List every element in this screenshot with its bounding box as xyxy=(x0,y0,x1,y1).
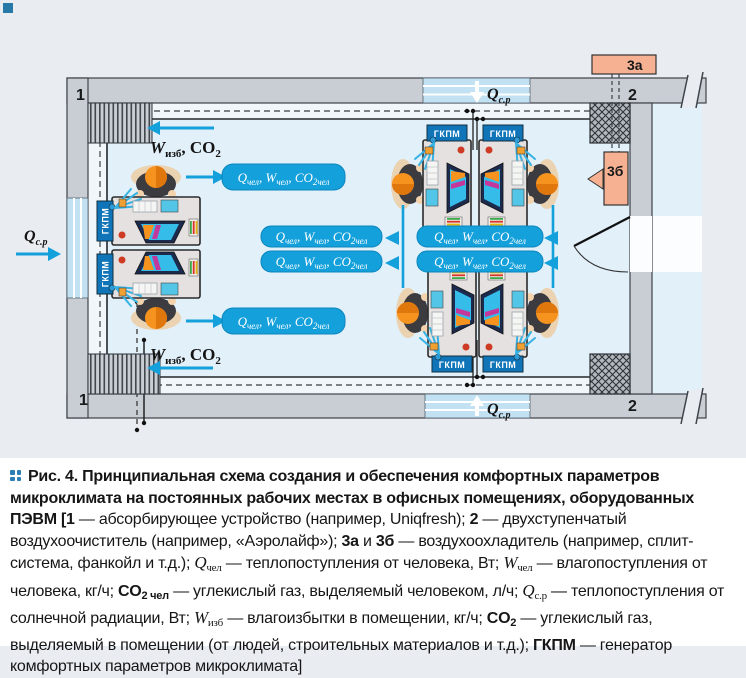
caption-text: — воздухоохладитель (например, сплит-сис… xyxy=(10,532,694,573)
absorber-block-top xyxy=(87,102,153,144)
svg-text:Qчел, Wчел, CO2чел: Qчел, Wчел, CO2чел xyxy=(276,229,368,246)
person-flow-label: Qчел, Wчел, CO2чел xyxy=(221,163,346,191)
q-sr-label-top: Qс.р xyxy=(470,81,511,106)
caption-item-3b: 3б xyxy=(375,532,395,550)
caption-text: — влагоизбытки в помещении, кг/ч; xyxy=(223,610,487,627)
marker-2-top: 2 xyxy=(628,87,637,104)
person-flow-connectors xyxy=(186,170,558,328)
air-cleaner-block-bottom xyxy=(589,353,631,395)
figure-diagram: 3а 3б ГКПМ ГКПМ ГКПМ ГКПМ ГКПМ ГКПМ xyxy=(16,54,707,433)
gkpm-unit-label: ГКПМ xyxy=(490,360,517,370)
caption-title: Рис. 4. Принципиальная схема создания и … xyxy=(10,468,695,528)
svg-text:Wизб, CO2: Wизб, CO2 xyxy=(150,138,221,160)
air-cooler-3b: 3б xyxy=(587,151,629,206)
svg-text:Wизб, CO2: Wизб, CO2 xyxy=(150,345,221,367)
svg-text:Qчел, Wчел, CO2чел: Qчел, Wчел, CO2чел xyxy=(276,254,368,271)
window-left xyxy=(66,197,89,299)
figure-bullet-icon xyxy=(10,470,22,481)
person-flow-label: Qчел, Wчел, CO2чел xyxy=(416,225,544,248)
caption-text: — влагопоступления от человека, кг/ч; xyxy=(10,555,708,600)
door xyxy=(573,216,652,273)
absorber-block-bottom xyxy=(87,353,161,395)
person-flow-label: Qчел, Wчел, CO2чел xyxy=(260,225,383,248)
air-cooler-3a: 3а xyxy=(591,54,657,152)
workstations: ГКПМ ГКПМ ГКПМ ГКПМ ГКПМ ГКПМ xyxy=(96,124,560,373)
caption-symbol-q: Q xyxy=(194,553,207,572)
marker-2-bottom: 2 xyxy=(628,398,637,415)
caption-text: и xyxy=(358,532,376,550)
caption-text: — двухступенчатый воздухоочиститель (нап… xyxy=(10,511,627,550)
marker-3a-label: 3а xyxy=(627,57,643,73)
svg-text:Qс.р: Qс.р xyxy=(487,86,511,106)
gkpm-unit-label: ГКПМ xyxy=(434,129,461,139)
svg-text:Qчел, Wчел, CO2чел: Qчел, Wчел, CO2чел xyxy=(434,229,526,246)
caption-item-2: 2 xyxy=(469,511,479,528)
caption-text: — теплопоступления от солнечной радиации… xyxy=(10,582,725,628)
svg-text:Qчел, Wчел, CO2чел: Qчел, Wчел, CO2чел xyxy=(238,170,330,187)
caption-symbol-gkpm: ГКПМ xyxy=(532,636,576,654)
air-cleaner-block-top xyxy=(589,102,631,144)
marker-1-top: 1 xyxy=(76,87,85,104)
caption-symbol-co2chel: CO xyxy=(117,582,142,600)
room-floor xyxy=(88,103,702,394)
marker-3b-label: 3б xyxy=(607,163,624,179)
caption-symbol-co2: CO xyxy=(486,610,511,627)
svg-text:Qс.р: Qс.р xyxy=(487,401,511,421)
gkpm-unit-label: ГКПМ xyxy=(490,129,517,139)
person-flow-label: Qчел, Wчел, CO2чел xyxy=(221,307,346,335)
caption-symbol-wizb: W xyxy=(193,608,208,627)
caption-text: — углекислый газ, выделяемый человеком, … xyxy=(168,582,523,600)
person-flow-label: Qчел, Wчел, CO2чел xyxy=(260,250,383,273)
caption-symbol-qsr: Q xyxy=(522,580,535,600)
svg-text:Qчел, Wчел, CO2чел: Qчел, Wчел, CO2чел xyxy=(238,314,330,331)
cooler-outlet-icon xyxy=(587,168,604,190)
figure-caption: Рис. 4. Принципиальная схема создания и … xyxy=(0,458,746,675)
gkpm-unit-label: ГКПМ xyxy=(439,360,466,370)
caption-text: — абсорбирующее устройство (например, Un… xyxy=(74,511,470,528)
gkpm-unit-label: ГКПМ xyxy=(101,208,111,235)
caption-symbol-w: W xyxy=(503,553,518,572)
w-izb-label-top: Wизб, CO2 xyxy=(147,121,221,160)
w-izb-label-bottom: Wизб, CO2 xyxy=(147,345,221,375)
person-flow-label: Qчел, Wчел, CO2чел xyxy=(416,250,544,273)
page-corner-icon xyxy=(3,3,13,13)
gkpm-unit-label: ГКПМ xyxy=(101,261,111,288)
caption-item-3a: 3а xyxy=(341,532,360,550)
q-sr-label-bottom: Qс.р xyxy=(470,395,511,421)
q-sr-label-left: Qс.р xyxy=(16,228,61,261)
wall-break-bottom xyxy=(680,387,704,425)
svg-text:Qс.р: Qс.р xyxy=(24,228,48,248)
marker-1-bottom: 1 xyxy=(79,392,88,409)
svg-text:Qчел, Wчел, CO2чел: Qчел, Wчел, CO2чел xyxy=(434,254,526,271)
wall-break-top xyxy=(680,71,704,109)
caption-text: — теплопоступления от человека, Вт; xyxy=(221,555,504,572)
